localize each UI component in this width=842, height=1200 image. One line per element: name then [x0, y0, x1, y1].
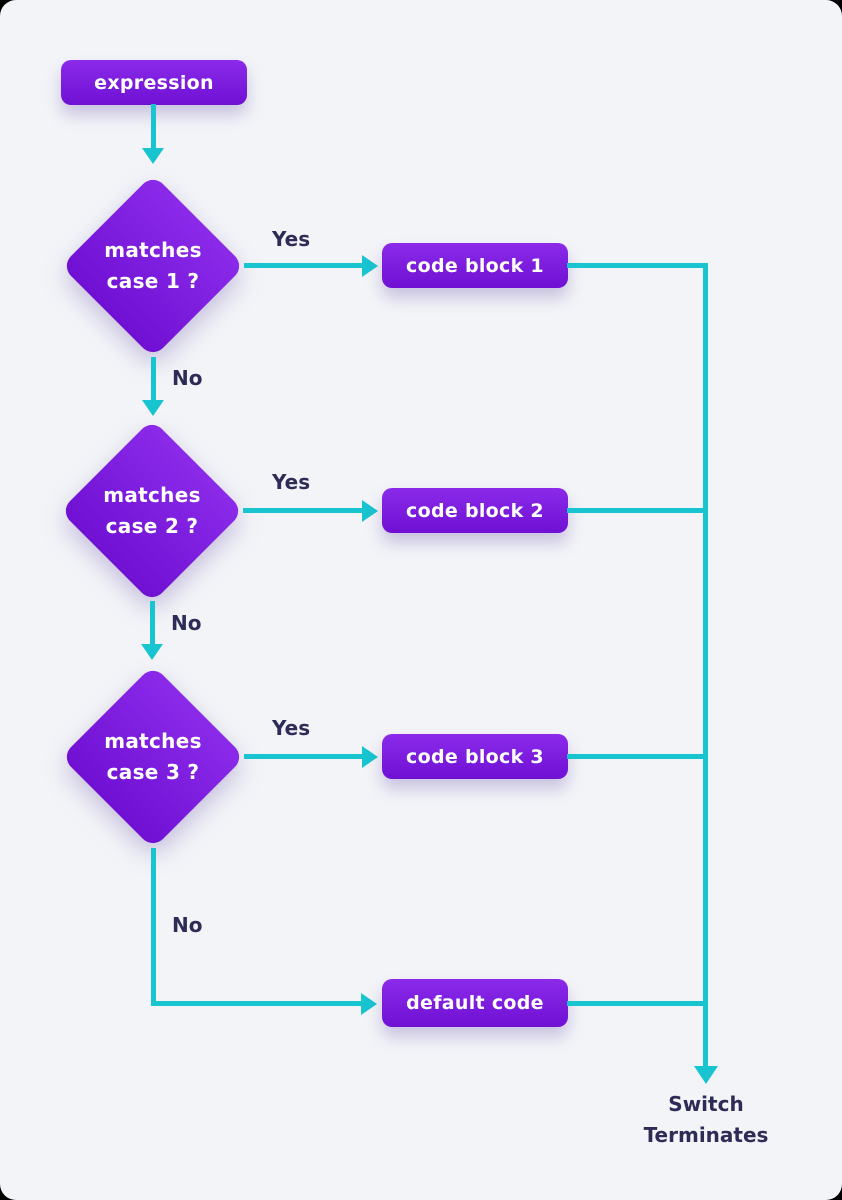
arrowhead-down-icon — [694, 1066, 718, 1084]
connector-block1-to-rail — [567, 263, 707, 268]
no-label-2: No — [171, 611, 202, 635]
code-block-1-label: code block 1 — [406, 254, 544, 277]
connector-decision3-yes — [244, 754, 364, 759]
decision-2-label: matches case 2 ? — [60, 419, 244, 603]
code-block-3-node: code block 3 — [382, 734, 568, 779]
connector-block3-to-rail — [567, 754, 707, 759]
decision-node-1: matches case 1 ? — [61, 174, 245, 358]
connector-default-to-rail — [567, 1001, 707, 1006]
connector-start-to-decision1 — [151, 104, 156, 150]
no-label-1: No — [172, 366, 203, 390]
start-node-label: expression — [94, 71, 214, 94]
connector-decision1-no — [151, 357, 156, 402]
arrowhead-right-icon — [362, 500, 378, 522]
decision-1-line2: case 1 ? — [106, 269, 200, 293]
connector-decision1-yes — [244, 263, 364, 268]
decision-1-line1: matches — [104, 238, 202, 262]
terminal-line1: Switch — [668, 1092, 744, 1116]
decision-3-line2: case 3 ? — [106, 760, 200, 784]
arrowhead-right-icon — [362, 746, 378, 768]
terminal-label: Switch Terminates — [596, 1089, 816, 1151]
no-label-3: No — [172, 913, 203, 937]
start-node: expression — [61, 60, 247, 105]
arrowhead-right-icon — [362, 255, 378, 277]
connector-decision2-no — [150, 601, 155, 646]
connector-block2-to-rail — [567, 508, 707, 513]
decision-3-line1: matches — [104, 729, 202, 753]
connector-decision2-yes — [243, 508, 364, 513]
code-block-1-node: code block 1 — [382, 243, 568, 288]
connector-decision3-no-horizontal — [151, 1001, 363, 1006]
decision-2-line2: case 2 ? — [105, 514, 199, 538]
arrowhead-right-icon — [361, 993, 377, 1015]
code-block-2-label: code block 2 — [406, 499, 544, 522]
yes-label-1: Yes — [272, 227, 311, 251]
yes-label-3: Yes — [272, 716, 311, 740]
decision-3-label: matches case 3 ? — [61, 665, 245, 849]
yes-label-2: Yes — [272, 470, 311, 494]
code-block-3-label: code block 3 — [406, 745, 544, 768]
rail-line — [703, 263, 708, 1068]
decision-2-line1: matches — [103, 483, 201, 507]
terminal-line2: Terminates — [643, 1123, 769, 1147]
code-block-2-node: code block 2 — [382, 488, 568, 533]
connector-decision3-no-vertical — [151, 848, 156, 1006]
arrowhead-down-icon — [141, 644, 163, 660]
default-code-label: default code — [406, 992, 544, 1014]
decision-1-label: matches case 1 ? — [61, 174, 245, 358]
arrowhead-down-icon — [142, 400, 164, 416]
arrowhead-down-icon — [142, 148, 164, 164]
decision-node-3: matches case 3 ? — [61, 665, 245, 849]
default-code-node: default code — [382, 979, 568, 1027]
decision-node-2: matches case 2 ? — [60, 419, 244, 603]
